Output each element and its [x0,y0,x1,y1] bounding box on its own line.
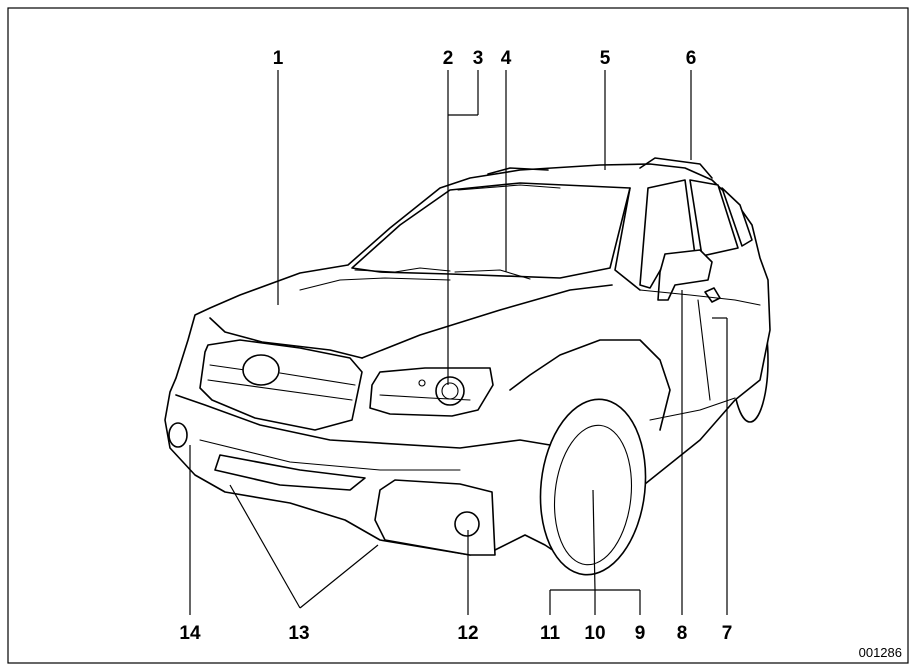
callout-labels: 1 2 3 4 5 6 7 8 9 10 11 12 13 14 [179,48,732,644]
figure-frame [7,7,909,664]
callout-8: 8 [677,623,688,644]
callout-1: 1 [273,48,284,69]
hood-front-edge [209,317,363,359]
front-bumper [175,394,551,449]
grille-bar-3 [207,379,353,401]
callout-3: 3 [473,48,484,69]
hood-line [299,277,451,291]
figure-reference-code: 001286 [859,645,902,660]
grille-bar-1 [209,364,246,371]
rocker-line [649,397,736,421]
lower-grille [214,454,366,491]
car-illustration [164,157,771,576]
windshield-shade [457,184,561,191]
quarter-window [721,187,753,247]
bumper-line [199,439,461,471]
callout-5: 5 [600,48,611,69]
callout-7: 7 [722,623,733,644]
front-wheel-rim [553,424,633,566]
windshield [351,182,631,279]
rear-side-window [689,179,739,257]
front-wheel [539,398,647,576]
roof-rail-left [487,167,549,175]
fog-lamp [454,511,480,537]
headlight-small-lamp [418,379,426,387]
wiper-left [354,267,451,273]
callout-10: 10 [584,623,605,644]
callout-11: 11 [540,623,561,644]
headlight-lamp [435,376,465,406]
leader-lines [189,70,728,615]
side-marker-lamp [168,422,188,448]
wiper-right [454,269,531,280]
callout-12: 12 [457,623,478,644]
headlight-trim [379,394,471,401]
door-line [639,289,761,306]
a-pillar [614,187,641,291]
door-seam [697,299,711,401]
callout-14: 14 [179,623,201,644]
front-grille [199,339,363,431]
callout-13: 13 [288,623,309,644]
callout-6: 6 [686,48,697,69]
grille-bar-2 [279,372,356,386]
callout-4: 4 [501,48,512,69]
front-fender-arch [509,339,671,431]
callout-9: 9 [635,623,646,644]
side-mirror [657,249,713,301]
callout-2: 2 [443,48,454,69]
front-emblem [242,354,280,386]
roof-rail-right [639,157,713,179]
hood-crease [361,284,613,359]
headlight-assembly [369,367,494,417]
